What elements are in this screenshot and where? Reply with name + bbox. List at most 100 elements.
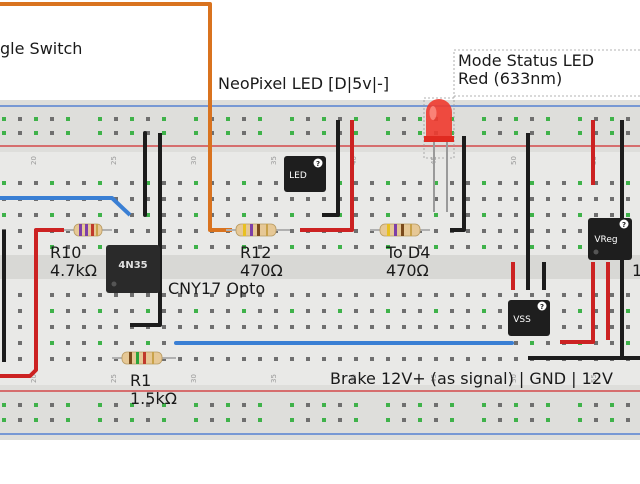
vreg-chip[interactable]: VReg ?: [588, 218, 632, 260]
breadboard-hole: [98, 293, 102, 297]
breadboard-hole: [82, 357, 86, 361]
breadboard-hole: [418, 131, 422, 135]
resistor-d4[interactable]: [370, 223, 430, 237]
breadboard-hole: [498, 403, 502, 407]
breadboard-hole: [34, 131, 38, 135]
breadboard-hole: [178, 181, 182, 185]
breadboard-hole: [354, 245, 358, 249]
breadboard-hole: [450, 293, 454, 297]
opto-label: CNY17 Opto: [168, 279, 265, 298]
mode-status-led[interactable]: [423, 97, 455, 212]
breadboard-hole: [626, 325, 630, 329]
breadboard-hole: [370, 197, 374, 201]
vss-chip[interactable]: VSS ?: [508, 300, 550, 336]
red-wire-neopixel[interactable]: [300, 120, 354, 232]
breadboard-hole: [338, 293, 342, 297]
breadboard-hole: [146, 418, 150, 422]
breadboard-hole: [578, 229, 582, 233]
breadboard-hole: [610, 181, 614, 185]
breadboard-hole: [290, 403, 294, 407]
breadboard-hole: [146, 181, 150, 185]
breadboard-hole: [178, 213, 182, 217]
breadboard-hole: [226, 325, 230, 329]
breadboard-hole: [290, 325, 294, 329]
breadboard-hole: [162, 117, 166, 121]
help-badge: ?: [316, 160, 320, 168]
breadboard-hole: [370, 309, 374, 313]
breadboard-hole: [322, 309, 326, 313]
breadboard-hole: [98, 341, 102, 345]
breadboard-hole: [50, 357, 54, 361]
opto-chip[interactable]: 4N35: [106, 245, 160, 293]
breadboard-hole: [514, 245, 518, 249]
breadboard-hole: [258, 131, 262, 135]
resistor-r10[interactable]: [64, 223, 112, 237]
breadboard-hole: [114, 341, 118, 345]
breadboard-hole: [210, 418, 214, 422]
red-wire-vreg-vss[interactable]: [560, 262, 595, 344]
breadboard-hole: [370, 245, 374, 249]
breadboard-hole: [130, 418, 134, 422]
breadboard-hole: [482, 197, 486, 201]
col-num: 25: [110, 156, 118, 165]
breadboard-hole: [114, 325, 118, 329]
breadboard-hole: [18, 293, 22, 297]
breadboard-hole: [402, 197, 406, 201]
breadboard-hole: [434, 418, 438, 422]
breadboard-hole: [194, 181, 198, 185]
breadboard-hole: [450, 309, 454, 313]
breadboard-hole: [482, 293, 486, 297]
breadboard-hole: [194, 197, 198, 201]
black-wire-rail-2[interactable]: [130, 133, 162, 327]
breadboard-hole: [50, 213, 54, 217]
breadboard-hole: [354, 131, 358, 135]
breadboard-hole: [146, 341, 150, 345]
breadboard-hole: [354, 229, 358, 233]
breadboard-hole: [258, 197, 262, 201]
breadboard-hole: [242, 293, 246, 297]
breadboard-hole: [546, 418, 550, 422]
breadboard-hole: [514, 293, 518, 297]
breadboard-hole: [114, 293, 118, 297]
breadboard-hole: [354, 418, 358, 422]
breadboard-hole: [82, 293, 86, 297]
breadboard-hole: [498, 117, 502, 121]
breadboard-hole: [178, 197, 182, 201]
breadboard-hole: [194, 403, 198, 407]
breadboard-hole: [610, 213, 614, 217]
breadboard-hole: [626, 213, 630, 217]
black-wire-neopixel[interactable]: [322, 120, 340, 217]
breadboard-hole: [466, 229, 470, 233]
breadboard-hole: [226, 131, 230, 135]
red-wire-left[interactable]: [0, 228, 64, 378]
breadboard-hole: [338, 245, 342, 249]
breadboard-hole: [386, 403, 390, 407]
breadboard-hole: [178, 245, 182, 249]
breadboard-hole: [290, 131, 294, 135]
breadboard-hole: [50, 309, 54, 313]
breadboard-hole: [466, 357, 470, 361]
orange-wire[interactable]: [0, 2, 232, 232]
resistor-r12[interactable]: [226, 223, 290, 237]
breadboard-hole: [402, 403, 406, 407]
breadboard-hole: [18, 213, 22, 217]
breadboard-hole: [322, 403, 326, 407]
breadboard-hole: [610, 197, 614, 201]
breadboard-hole: [530, 229, 534, 233]
breadboard-hole: [354, 357, 358, 361]
breadboard-hole: [610, 117, 614, 121]
breadboard-hole: [274, 325, 278, 329]
breadboard-hole: [34, 181, 38, 185]
breadboard-hole: [594, 117, 598, 121]
breadboard-hole: [450, 245, 454, 249]
blue-wire-left[interactable]: [0, 196, 132, 217]
breadboard-hole: [450, 418, 454, 422]
breadboard-hole: [338, 309, 342, 313]
breadboard-hole: [482, 245, 486, 249]
resistor-r1[interactable]: [112, 351, 176, 365]
breadboard-hole: [18, 229, 22, 233]
toggle-switch-label: gle Switch: [0, 39, 82, 58]
black-wire-led[interactable]: [450, 136, 466, 232]
neopixel-chip[interactable]: LED ?: [284, 156, 326, 192]
breadboard-hole: [114, 131, 118, 135]
